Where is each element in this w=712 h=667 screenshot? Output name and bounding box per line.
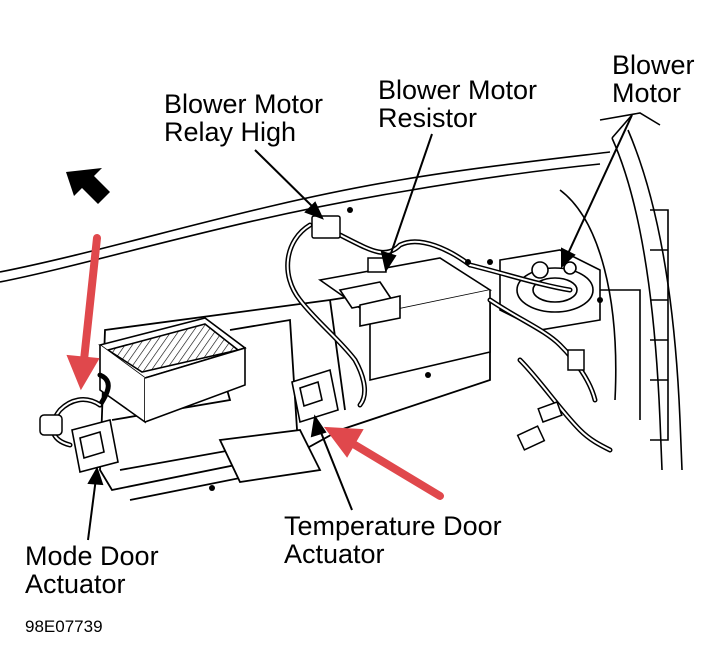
- blower-motor-assembly: [499, 249, 601, 331]
- temperature-door-actuator-shape: [291, 368, 339, 424]
- red-arrow-mode-door: [66, 234, 101, 391]
- label-blower-motor-relay-high: Blower Motor Relay High: [164, 90, 323, 146]
- mode-door-actuator-shape: [71, 419, 119, 473]
- label-line: Blower Motor: [164, 89, 324, 119]
- leader-temp-actuator: [310, 414, 353, 511]
- label-line: Resistor: [378, 103, 478, 134]
- leader-relay: [254, 149, 324, 220]
- red-arrow-temp-door: [323, 426, 444, 500]
- label-blower-motor-resistor: Blower Motor Resistor: [378, 76, 537, 132]
- figure-code: 98E07739: [25, 617, 103, 636]
- upper-plenum: [317, 257, 493, 382]
- leader-resistor: [380, 133, 433, 273]
- label-line: Mode Door: [25, 541, 159, 571]
- leader-mode-actuator: [87, 466, 104, 541]
- leader-lines: [87, 114, 633, 541]
- leader-motor: [561, 114, 633, 269]
- label-line: Relay High: [164, 117, 297, 148]
- label-mode-door-actuator: Mode Door Actuator: [25, 542, 159, 598]
- label-line: Temperature Door: [284, 511, 502, 541]
- label-line: Blower Motor: [378, 75, 538, 105]
- bolts: [209, 207, 603, 491]
- label-temperature-door-actuator: Temperature Door Actuator: [284, 512, 502, 568]
- label-line: Motor: [612, 78, 682, 109]
- grille-box: [98, 317, 247, 424]
- connectors: [39, 215, 585, 451]
- forward-arrow-icon: [66, 168, 110, 204]
- label-line: Actuator: [25, 569, 126, 600]
- label-line: Actuator: [284, 539, 385, 570]
- label-blower-motor: Blower Motor: [612, 51, 695, 107]
- red-pointer-arrow-icon: [66, 234, 444, 500]
- label-line: Blower: [612, 50, 695, 80]
- dashboard-outline: [0, 112, 683, 471]
- wiring-harness-inner: [51, 224, 611, 451]
